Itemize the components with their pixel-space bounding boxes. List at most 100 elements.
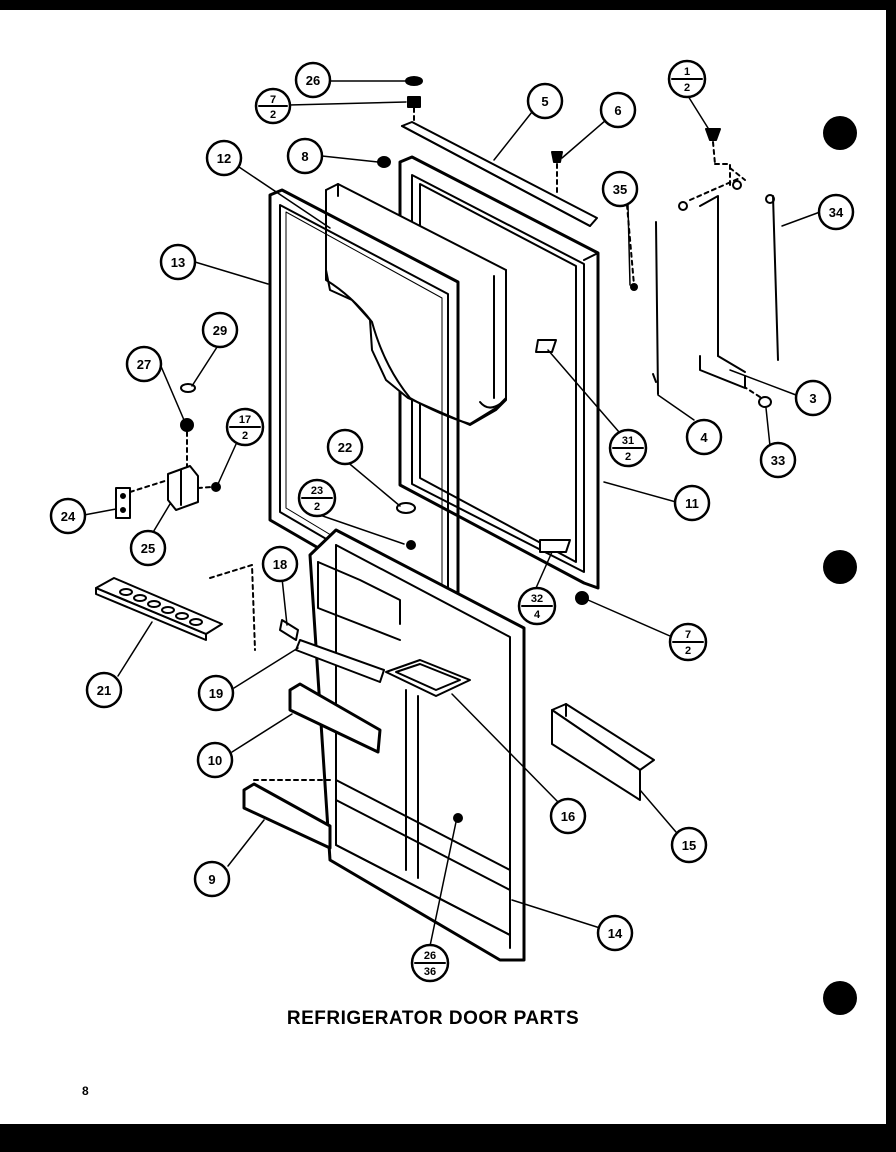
- callout-7-2-top-denominator: 2: [270, 109, 276, 121]
- diagram-title: REFRIGERATOR DOOR PARTS: [286, 1008, 580, 1029]
- callout-22: [326, 428, 364, 466]
- fraction-dividers: [229, 78, 704, 964]
- part-25-hinge-bracket: [129, 465, 213, 511]
- callout-17-2-denominator: 2: [242, 430, 248, 442]
- callout-14: [596, 914, 634, 952]
- part-14-inner-door-liner: [308, 528, 526, 962]
- callout-15-label: 15: [682, 838, 696, 853]
- callout-6: [599, 91, 637, 129]
- part-16-shelf-bracket: [385, 659, 471, 697]
- part-19-bar: [295, 639, 385, 683]
- callout-7-2-top-numerator: 7: [270, 94, 276, 106]
- callout-24: [49, 497, 87, 535]
- callout-33: [759, 441, 797, 479]
- part-29-washer: [180, 383, 196, 393]
- callout-29: [201, 311, 239, 349]
- callout-1-2-denominator: 2: [684, 82, 690, 94]
- callout-6-label: 6: [614, 103, 621, 118]
- callout-14-label: 14: [608, 926, 623, 941]
- binder-hole-top: [823, 116, 857, 150]
- part-12-door-liner: [325, 183, 507, 426]
- callout-19: [197, 674, 235, 712]
- part-15-channel: [551, 703, 655, 801]
- part-27-bushing: [180, 418, 194, 467]
- callout-13-label: 13: [171, 255, 185, 270]
- callout-18: [261, 545, 299, 583]
- callout-33-label: 33: [771, 453, 785, 468]
- part-7-2-bushing-top: [407, 96, 421, 123]
- part-22-clip: [396, 502, 416, 514]
- callout-3-label: 3: [809, 391, 816, 406]
- callout-7-2-bottom-denominator: 2: [685, 645, 691, 657]
- part-5-hinge-strip: [401, 121, 598, 227]
- callout-11-label: 11: [685, 496, 699, 511]
- callout-3: [794, 379, 832, 417]
- part-6-screw: [551, 151, 563, 196]
- part-26-36-screw: [453, 813, 463, 823]
- callout-21: [85, 671, 123, 709]
- part-18-retainer: [279, 619, 299, 641]
- callout-24-label: 24: [61, 509, 76, 524]
- part-10-dairy-door: [288, 682, 382, 754]
- callout-25-label: 25: [141, 541, 155, 556]
- callout-10: [196, 741, 234, 779]
- part-32-clip: [539, 539, 571, 553]
- binder-hole-middle: [823, 550, 857, 584]
- callout-5: [526, 82, 564, 120]
- callout-11: [673, 484, 711, 522]
- callout-32-4-denominator: 4: [534, 609, 541, 621]
- callout-12: [205, 139, 243, 177]
- part-21-egg-tray: [95, 564, 256, 651]
- callout-4-label: 4: [700, 430, 708, 445]
- part-17-2-screw: [211, 482, 221, 492]
- callout-23-2-numerator: 23: [311, 485, 323, 497]
- part-31-clip: [535, 339, 557, 353]
- part-1-2-screw: [705, 128, 731, 186]
- part-8-plug: [377, 156, 391, 168]
- callout-26-36-denominator: 36: [424, 966, 436, 978]
- callout-9-label: 9: [208, 872, 215, 887]
- callout-labels: 26 7 2 8 12 5 6 1 2 34 35 13 29 27 17 2 …: [61, 66, 844, 978]
- callout-29-label: 29: [213, 323, 227, 338]
- callout-13: [159, 243, 197, 281]
- callout-7-2-bottom-numerator: 7: [685, 629, 691, 641]
- callout-27: [125, 345, 163, 383]
- callout-32-4-numerator: 32: [531, 593, 543, 605]
- page-number: 8: [82, 1084, 89, 1098]
- callout-26-36-numerator: 26: [424, 950, 436, 962]
- callout-5-label: 5: [541, 94, 548, 109]
- callout-16-label: 16: [561, 809, 575, 824]
- callout-35: [601, 170, 639, 208]
- callout-22-label: 22: [338, 440, 352, 455]
- callout-15: [670, 826, 708, 864]
- part-4-trim-strip: [652, 221, 659, 395]
- callout-26-label: 26: [306, 73, 320, 88]
- callout-9: [193, 860, 231, 898]
- callout-25: [129, 529, 167, 567]
- scan-border-top: [0, 0, 896, 10]
- callout-8: [286, 137, 324, 175]
- callout-16: [549, 797, 587, 835]
- leader-lines: [83, 80, 821, 947]
- scan-border-right: [886, 0, 896, 1152]
- callout-21-label: 21: [97, 683, 111, 698]
- callout-31-2-numerator: 31: [622, 435, 634, 447]
- callout-1-2-numerator: 1: [684, 66, 690, 78]
- part-26-cap: [405, 76, 423, 86]
- part-7-2-bushing-bottom: [575, 591, 589, 605]
- part-33-screw: [745, 387, 772, 408]
- callout-35-label: 35: [613, 182, 627, 197]
- callout-4: [685, 418, 723, 456]
- part-9-door-bin: [242, 779, 332, 850]
- callout-31-2-denominator: 2: [625, 451, 631, 463]
- callout-12-label: 12: [217, 151, 231, 166]
- callout-23-2-denominator: 2: [314, 501, 320, 513]
- callout-10-label: 10: [208, 753, 222, 768]
- callout-27-label: 27: [137, 357, 151, 372]
- callout-17-2-numerator: 17: [239, 414, 251, 426]
- callout-bubbles: [49, 59, 855, 983]
- callout-26: [294, 61, 332, 99]
- callout-18-label: 18: [273, 557, 287, 572]
